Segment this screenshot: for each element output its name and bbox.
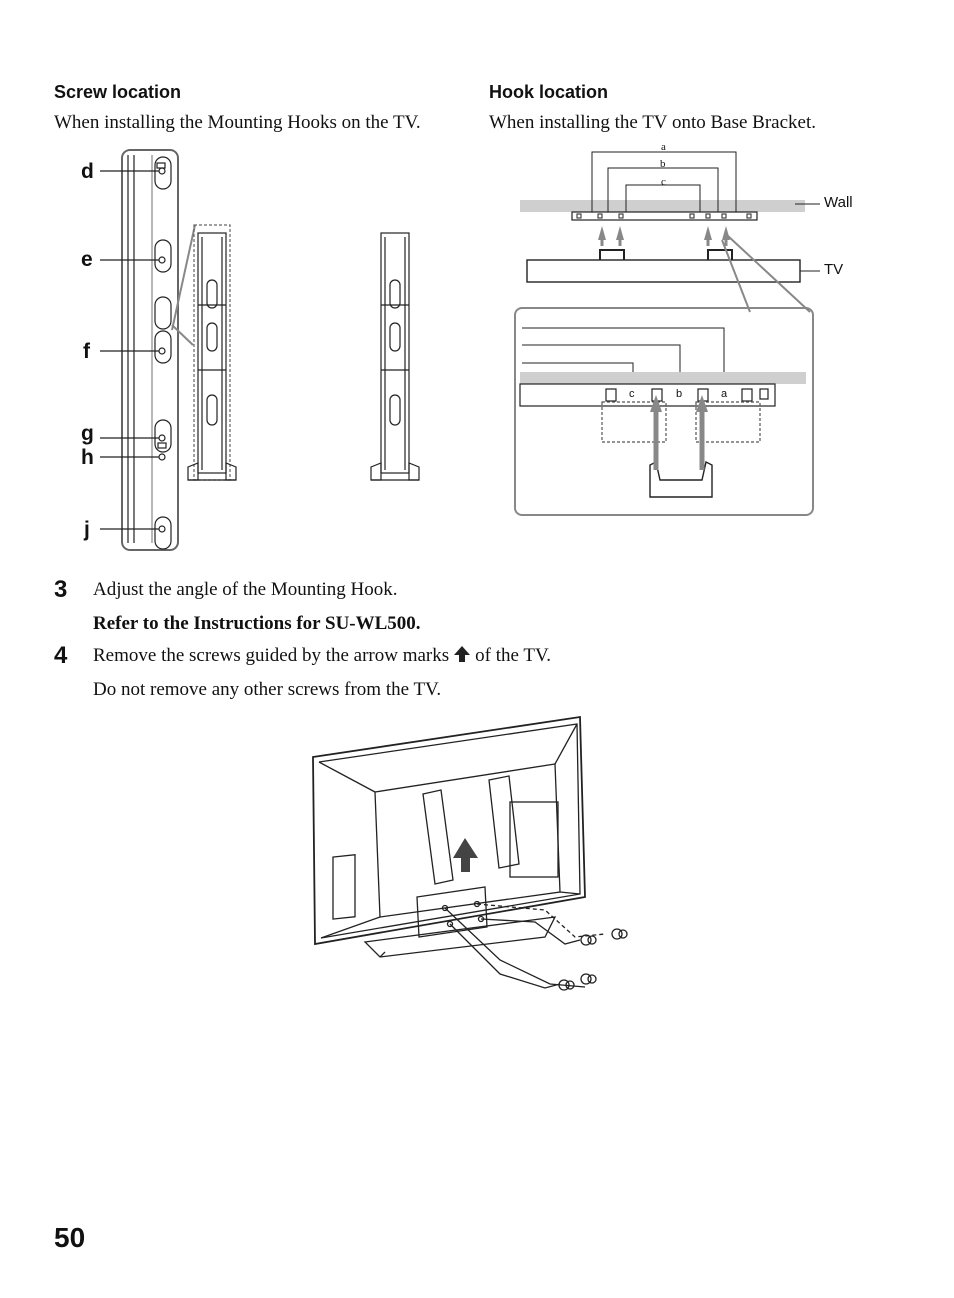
top-letter-b: b [660,158,666,170]
hook-diagram-drawing [514,151,820,516]
zoom-letter-b: b [676,388,683,400]
step-4-number: 4 [54,642,68,669]
hook-location-heading: Hook location [489,82,609,102]
screw-location-diagram: d e f g h j [70,145,470,560]
screw-label-h: h [81,446,94,469]
top-letter-a: a [661,141,666,153]
hook-location-caption: When installing the TV onto Base Bracket… [489,112,816,133]
step-3-note: Refer to the Instructions for SU-WL500. [93,613,421,634]
step-4-note: Do not remove any other screws from the … [93,679,442,700]
screw-label-e: e [81,248,93,271]
wall-label: Wall [824,194,853,211]
screw-diagram-drawing [100,149,420,551]
page-number: 50 [54,1222,86,1253]
up-arrow-icon [454,646,471,662]
screw-label-g: g [81,422,94,445]
tv-rear-drawing [312,715,628,991]
screw-location-heading: Screw location [54,82,182,102]
screw-label-j: j [84,518,90,541]
zoom-letter-a: a [721,388,728,400]
step-4-text: Remove the screws guided by the arrow ma… [93,645,551,667]
screw-label-f: f [83,340,90,363]
step-3-text: Adjust the angle of the Mounting Hook. [93,579,398,600]
step-3-number: 3 [54,576,68,603]
tv-rear-illustration [305,712,635,1002]
step-4-text-before: Remove the screws guided by the arrow ma… [93,645,450,666]
zoom-letter-c: c [629,388,635,400]
hook-location-diagram: a b c Wall TV c b a [510,140,870,525]
step-4-text-after: of the TV. [475,645,551,666]
tv-label: TV [824,261,844,278]
top-letter-c: c [661,176,666,188]
screw-location-caption: When installing the Mounting Hooks on th… [54,112,421,133]
screw-label-d: d [81,160,94,183]
